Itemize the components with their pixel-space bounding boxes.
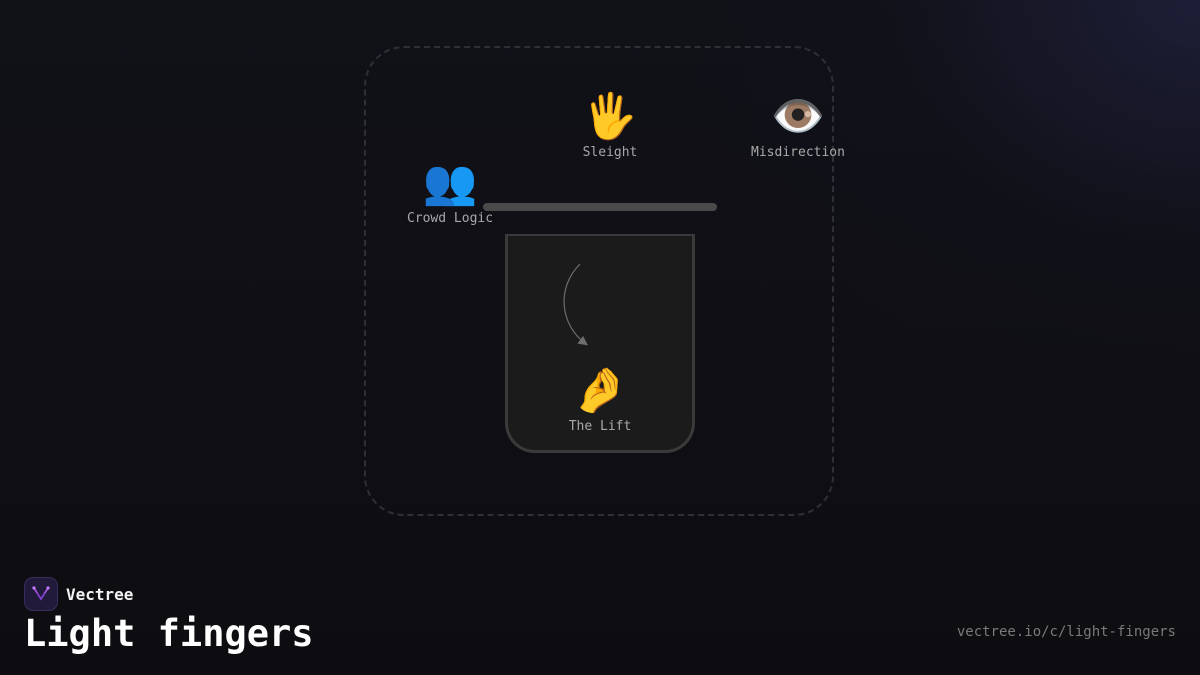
node-label: Sleight <box>582 145 638 160</box>
page-title: Light fingers <box>24 612 314 655</box>
node-the-lift: 🤌 The Lift <box>555 365 645 435</box>
raised-hand-icon: 🖐️ <box>582 91 638 142</box>
eye-icon: 👁️ <box>770 91 826 142</box>
node-misdirection: 👁️ Misdirection <box>745 91 851 161</box>
lift-container <box>505 234 695 453</box>
people-icon: 👥 <box>422 157 478 208</box>
diagram-frame <box>364 46 834 516</box>
node-label: Misdirection <box>751 145 845 160</box>
node-sleight: 🖐️ Sleight <box>569 91 651 161</box>
connector-bar <box>483 203 717 211</box>
page-url[interactable]: vectree.io/c/light-fingers <box>956 624 1176 640</box>
node-crowd-logic: 👥 Crowd Logic <box>400 157 500 227</box>
brand: Vectree <box>24 577 133 611</box>
node-label: The Lift <box>568 419 632 434</box>
pinching-hand-icon: 🤌 <box>572 365 628 416</box>
brand-name: Vectree <box>66 584 134 604</box>
node-label: Crowd Logic <box>406 211 494 226</box>
vectree-logo-icon <box>24 577 58 611</box>
